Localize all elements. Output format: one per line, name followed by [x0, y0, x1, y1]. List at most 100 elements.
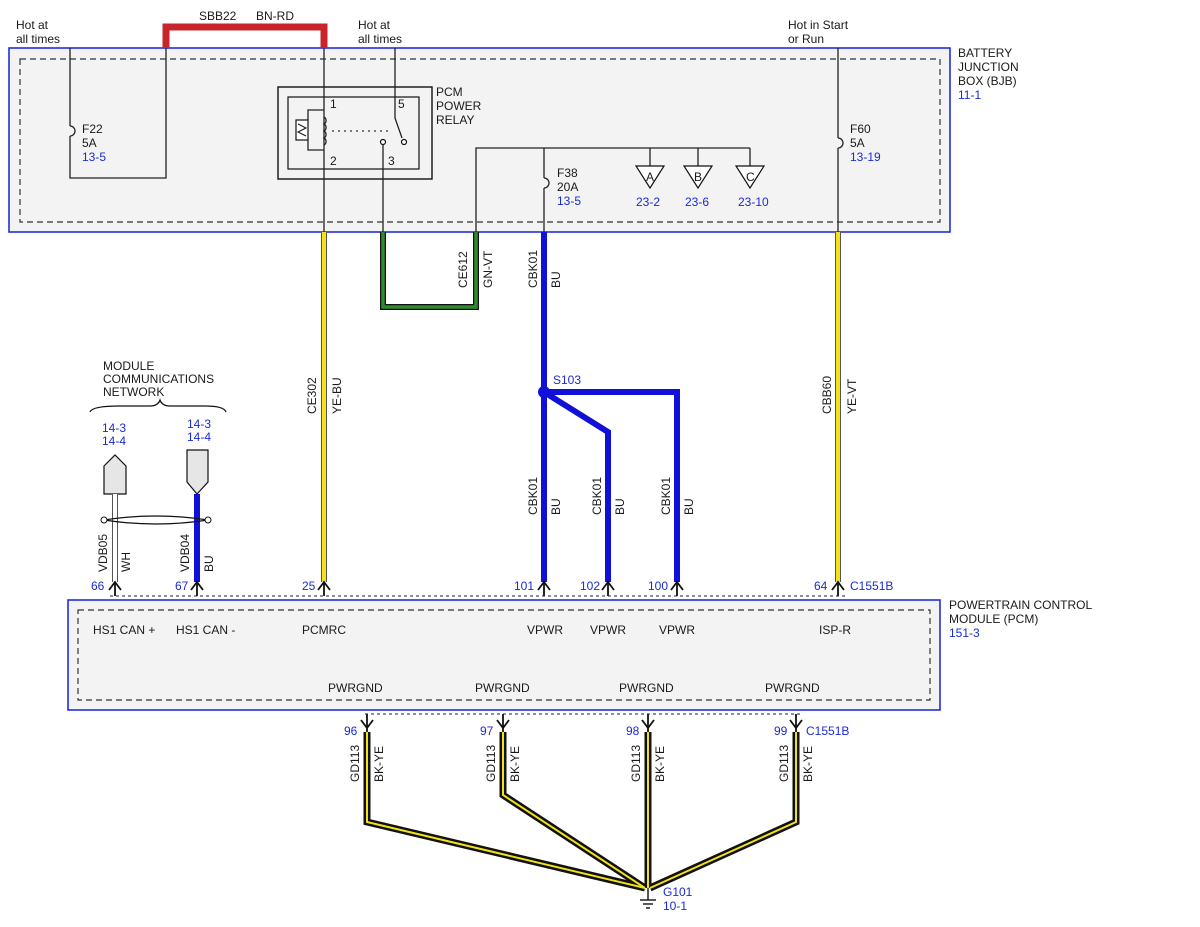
cbk01-label-102: CBK01 — [590, 477, 604, 515]
bu-label-101: BU — [549, 498, 563, 515]
gd113-wires — [363, 732, 800, 892]
hot-at-all-times-mid-line2: all times — [358, 32, 402, 46]
twist-end-right — [204, 516, 212, 524]
relay-inner-box — [287, 96, 420, 170]
pin-99-label: PWRGND — [765, 681, 820, 695]
pin-67: 67 HS1 CAN - — [175, 579, 235, 637]
vdb04-label: VDB04 — [178, 534, 192, 572]
mcn-ref-a2: 14-4 — [102, 434, 126, 448]
relay-pin5: 5 — [398, 97, 405, 111]
relay-pin2: 2 — [330, 154, 337, 168]
offpage-c-letter: C — [746, 170, 755, 184]
relay-name-line3: RELAY — [436, 113, 474, 127]
ground-ref: 10-1 — [663, 899, 687, 913]
gd113-label-97: GD113 — [484, 745, 498, 782]
pin-101-number: 101 — [514, 579, 534, 593]
relay-coil — [322, 116, 327, 146]
f60-fuse-symbol — [837, 137, 844, 149]
pin-97-number: 97 — [480, 724, 494, 738]
relay-switch-contact — [400, 138, 408, 146]
bjb-box — [8, 47, 951, 233]
ground-symbol — [640, 888, 656, 909]
hot-at-all-times-mid-line1: Hot at — [358, 18, 391, 32]
pin-98-number: 98 — [626, 724, 640, 738]
pcm-top-connector-id: C1551B — [850, 579, 893, 593]
twist-end-left — [100, 516, 108, 524]
bu-label-100: BU — [682, 498, 696, 515]
pin-64-label: ISP-R — [819, 623, 851, 637]
vdb05-label: VDB05 — [96, 534, 110, 572]
f22-name: F22 — [82, 122, 103, 136]
f22-output — [69, 48, 167, 179]
f60-amps: 5A — [850, 136, 865, 150]
f22-ref: 13-5 — [82, 150, 106, 164]
hot-at-all-times-left-line2: all times — [16, 32, 60, 46]
hot-in-start-line1: Hot in Start — [788, 18, 849, 32]
mcn-brace — [89, 398, 227, 413]
pin-67-label: HS1 CAN - — [176, 623, 235, 637]
ce302-label: CE302 — [305, 377, 319, 414]
bk-ye-label-96: BK-YE — [372, 746, 386, 782]
pin-100-label: VPWR — [659, 623, 695, 637]
pin-99-number: 99 — [774, 724, 788, 738]
pin-99: PWRGND 99 — [765, 681, 820, 738]
mcn-line2: COMMUNICATIONS — [103, 372, 214, 386]
hot-at-all-times-left-line1: Hot at — [16, 18, 49, 32]
relay-pin1: 1 — [330, 97, 337, 111]
f38-fuse-symbol — [543, 177, 550, 189]
pin-96-number: 96 — [344, 724, 358, 738]
ce612-wire — [381, 232, 478, 309]
mcn-ref-a1: 14-3 — [102, 421, 126, 435]
relay-switch-arm — [394, 48, 403, 139]
hot-in-start-line2: or Run — [788, 32, 824, 46]
s103-label: S103 — [553, 373, 581, 387]
pin-102-number: 102 — [580, 579, 600, 593]
bjb-bus — [475, 147, 750, 232]
bjb-ref: 11-1 — [958, 88, 981, 102]
offpage-a-letter: A — [646, 170, 654, 184]
offpage-c-ref: 23-10 — [738, 195, 769, 209]
can-plus-connector — [103, 454, 127, 495]
f60-name: F60 — [850, 122, 871, 136]
pcm-ref: 151-3 — [949, 626, 980, 640]
pcm-name-line2: MODULE (PCM) — [949, 612, 1038, 626]
bu-label-vdb04: BU — [202, 555, 216, 572]
relay-coil-bottom — [307, 140, 324, 151]
mcn-ref-b2: 14-4 — [187, 430, 211, 444]
f60-ref: 13-19 — [850, 150, 881, 164]
ce612-label: CE612 — [456, 251, 470, 288]
offpage-b: B 23-6 — [682, 148, 714, 209]
pin-98: PWRGND 98 — [619, 681, 674, 738]
pin-98-label: PWRGND — [619, 681, 674, 695]
pin-100-number: 100 — [648, 579, 668, 593]
pin-25-label: PCMRC — [302, 623, 346, 637]
relay-name-line1: PCM — [436, 85, 463, 99]
bjb-name-line1: BATTERY — [958, 46, 1012, 60]
pin-66-label: HS1 CAN + — [93, 623, 155, 637]
ye-vt-label: YE-VT — [845, 378, 859, 414]
pin-66: 66 HS1 CAN + — [91, 579, 155, 637]
twisted-pair-symbol — [103, 515, 209, 525]
offpage-a: A 23-2 — [634, 148, 666, 209]
pin-67-number: 67 — [175, 579, 189, 593]
pin-100: 100 VPWR — [648, 579, 695, 637]
bk-ye-label-97: BK-YE — [508, 746, 522, 782]
pin-101: 101 VPWR — [514, 579, 563, 637]
mcn-line1: MODULE — [103, 359, 154, 373]
offpage-c: C 23-10 — [734, 148, 769, 209]
bjb-inner-boundary — [19, 58, 941, 223]
cbk01-label-100: CBK01 — [659, 477, 673, 515]
pin-66-number: 66 — [91, 579, 105, 593]
pcm-bottom-connector-id: C1551B — [806, 724, 849, 738]
pin-25: 25 PCMRC — [302, 579, 346, 637]
pin-64: 64 ISP-R — [814, 579, 851, 637]
pcm-box — [67, 599, 941, 711]
bjb-name-line3: BOX (BJB) — [958, 74, 1017, 88]
gd113-label-96: GD113 — [348, 745, 362, 782]
f22-fuse-symbol — [69, 125, 76, 137]
wh-label: WH — [119, 552, 133, 572]
relay-outer-box — [277, 86, 433, 180]
pin-25-number: 25 — [302, 579, 316, 593]
pcm-name-line1: POWERTRAIN CONTROL — [949, 598, 1092, 612]
